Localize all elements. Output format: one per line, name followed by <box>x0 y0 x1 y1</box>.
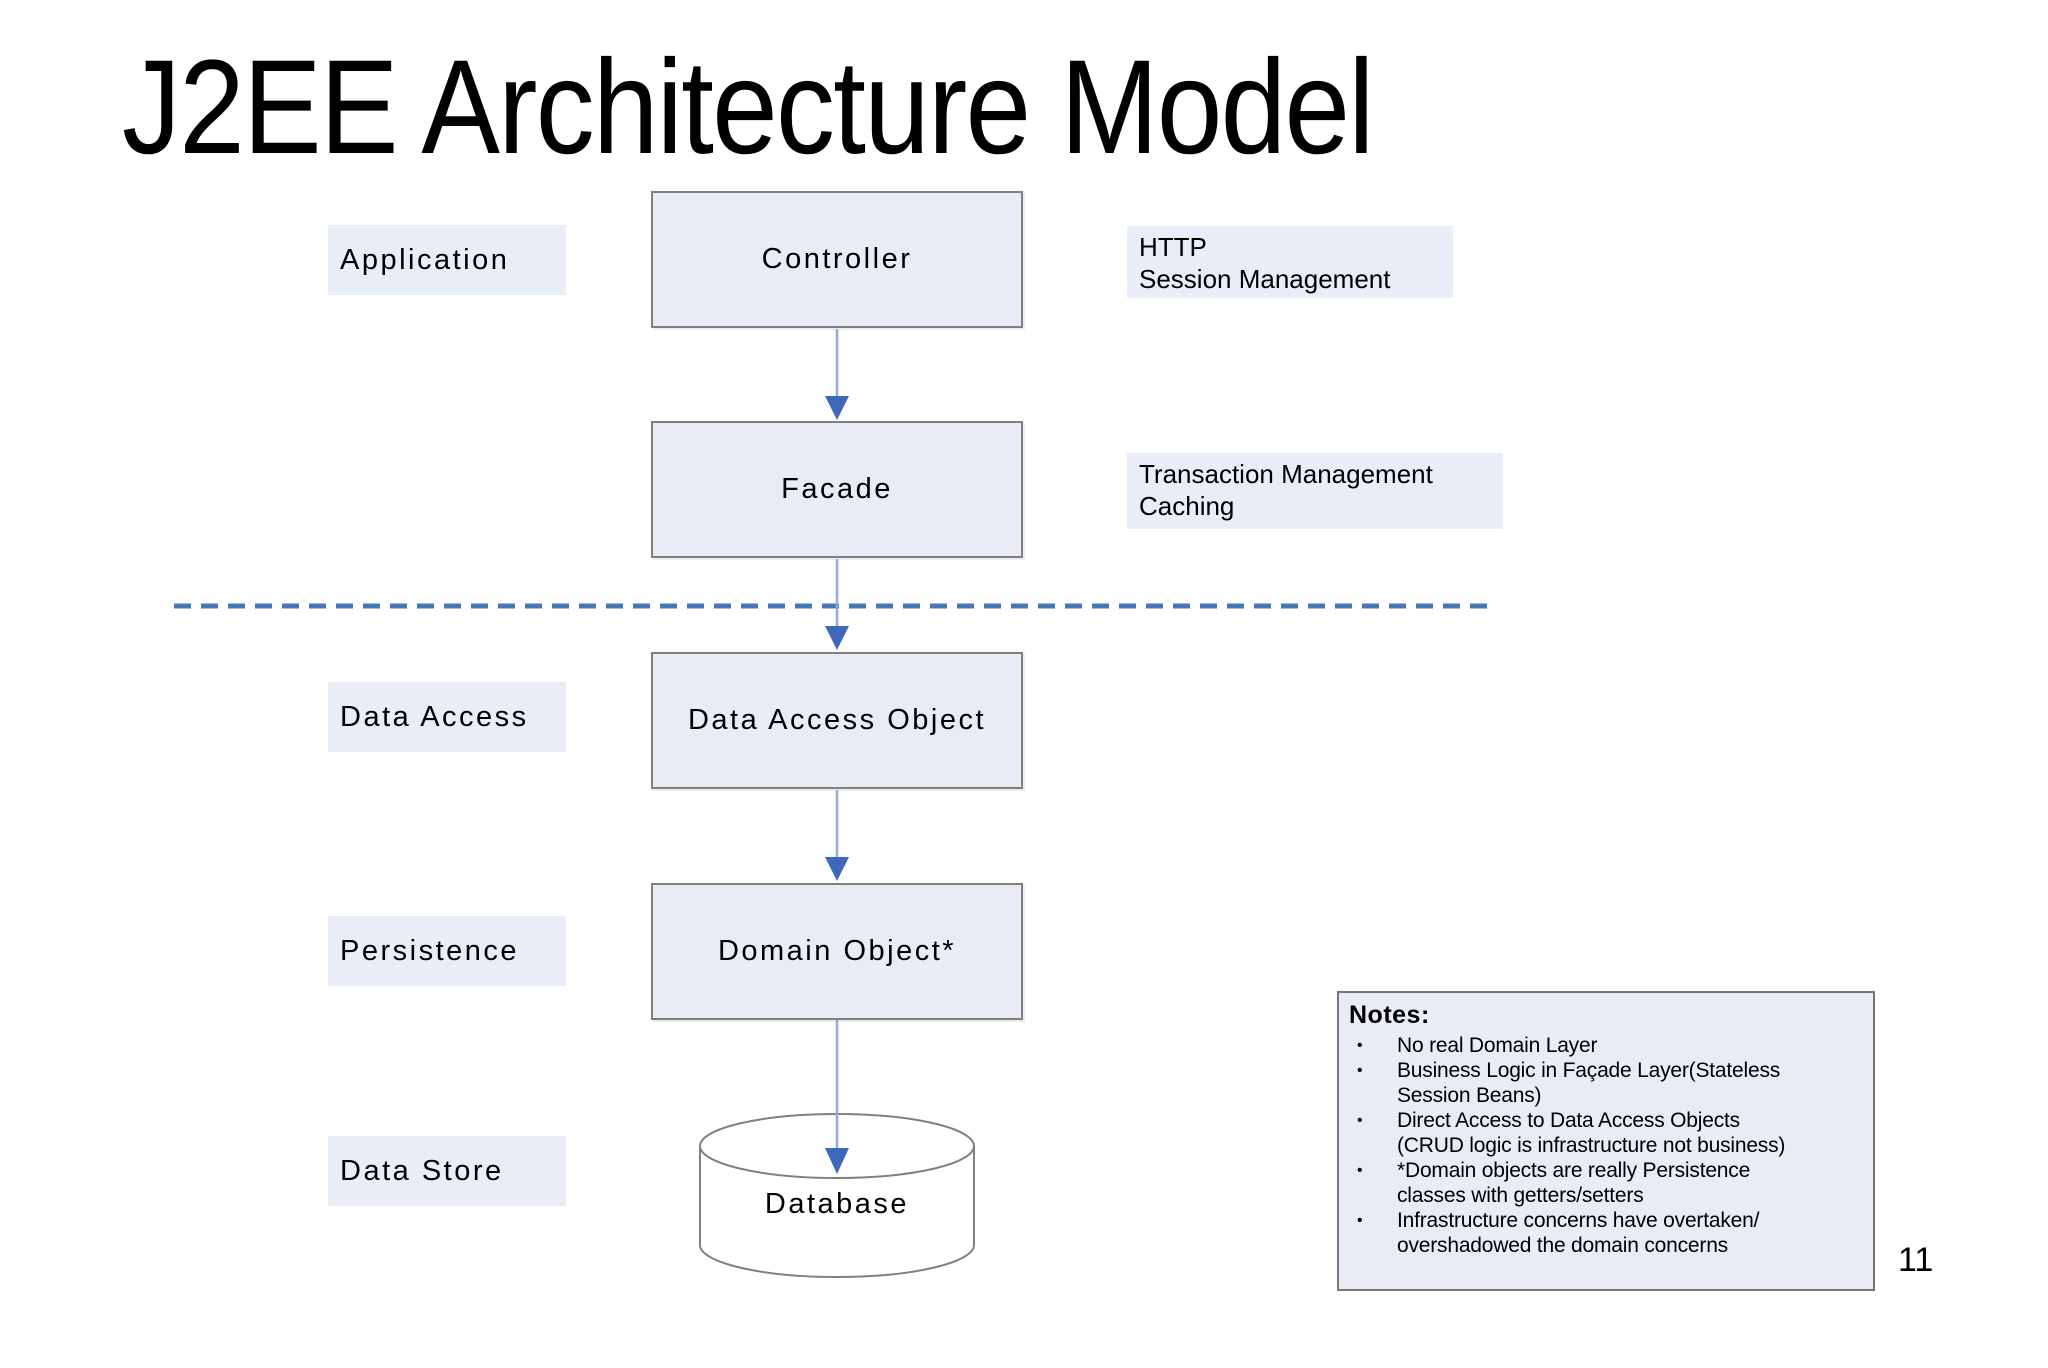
note-item: • *Domain objects are really Persistence… <box>1349 1158 1863 1208</box>
node-facade: Facade <box>651 421 1023 558</box>
arrow-head-icon <box>825 1148 849 1174</box>
bullet-icon: • <box>1357 1212 1363 1229</box>
arrow-head-icon <box>825 626 849 650</box>
note-item: • Business Logic in Façade Layer(Statele… <box>1349 1058 1863 1108</box>
layer-label-data-access: Data Access <box>328 682 566 752</box>
note-item: • Direct Access to Data Access Objects (… <box>1349 1108 1863 1158</box>
annotation-transaction-line1: Transaction Management <box>1139 459 1433 489</box>
node-data-access-object-label: Data Access Object <box>687 704 987 736</box>
notes-panel: Notes: • No real Domain Layer • Business… <box>1337 991 1875 1291</box>
layer-label-persistence: Persistence <box>328 916 566 986</box>
annotation-http-session: HTTP Session Management <box>1127 226 1453 298</box>
page-number: 11 <box>1898 1241 1934 1279</box>
note-text: Direct Access to Data Access Objects (CR… <box>1397 1109 1786 1157</box>
annotation-transaction-line2: Caching <box>1139 490 1235 521</box>
annotation-http-line2: Session Management <box>1139 263 1391 294</box>
bullet-icon: • <box>1357 1037 1363 1054</box>
note-text: Infrastructure concerns have overtaken/ … <box>1397 1209 1760 1257</box>
page-title-text: J2EE Architecture Model <box>122 33 1374 182</box>
arrow-head-icon <box>825 396 849 420</box>
notes-title: Notes: <box>1349 1001 1430 1029</box>
node-domain-object-label: Domain Object* <box>717 935 957 967</box>
database-cylinder-top <box>699 1113 975 1179</box>
database-label: Database <box>764 1188 910 1220</box>
node-facade-label: Facade <box>781 473 893 505</box>
page-title: J2EE Architecture Model <box>122 33 1543 182</box>
node-domain-object: Domain Object* <box>651 883 1023 1020</box>
layer-label-application: Application <box>328 225 566 295</box>
note-item: • Infrastructure concerns have overtaken… <box>1349 1208 1863 1258</box>
bullet-icon: • <box>1357 1162 1363 1179</box>
arrow-head-icon <box>825 857 849 881</box>
node-data-access-object: Data Access Object <box>651 652 1023 789</box>
node-controller: Controller <box>651 191 1023 328</box>
bullet-icon: • <box>1357 1112 1363 1129</box>
note-text: No real Domain Layer <box>1397 1034 1598 1057</box>
layer-label-data-store: Data Store <box>328 1136 566 1206</box>
note-text: Business Logic in Façade Layer(Stateless… <box>1397 1059 1781 1107</box>
annotation-http-line1: HTTP <box>1139 232 1207 262</box>
node-controller-label: Controller <box>761 243 913 275</box>
bullet-icon: • <box>1357 1062 1363 1079</box>
note-text: *Domain objects are really Persistence c… <box>1397 1159 1751 1207</box>
annotation-transaction-caching: Transaction Management Caching <box>1127 453 1503 529</box>
note-item: • No real Domain Layer <box>1349 1033 1863 1058</box>
